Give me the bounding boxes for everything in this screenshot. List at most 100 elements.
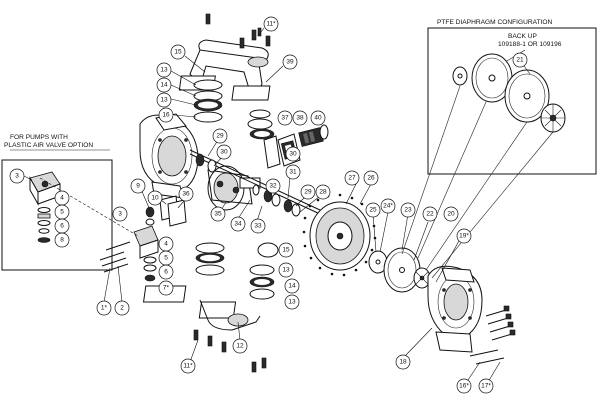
ptfe-diaphragm-inset: PTFE DIAPHRAGM CONFIGURATION BACK UP 109… <box>427 19 597 175</box>
svg-text:6: 6 <box>60 223 64 230</box>
svg-text:26: 26 <box>367 175 375 182</box>
callout-3b: 3 <box>112 206 128 222</box>
callout-1: 1* <box>96 300 112 316</box>
callout-16a: 16 <box>158 107 174 123</box>
center-section <box>207 165 261 211</box>
svg-text:2: 2 <box>120 305 124 312</box>
svg-text:4: 4 <box>164 241 168 248</box>
callout-22: 22 <box>422 206 438 222</box>
svg-text:34: 34 <box>234 221 242 228</box>
right-diaphragms <box>368 247 431 293</box>
callout-28: 28 <box>315 184 331 200</box>
svg-text:28: 28 <box>319 189 327 196</box>
callout-15b: 15 <box>278 242 294 258</box>
svg-text:14: 14 <box>160 82 168 89</box>
callout-14b: 14 <box>284 278 300 294</box>
callout-21: 21 <box>512 52 528 68</box>
svg-text:1*: 1* <box>101 305 108 312</box>
svg-text:22: 22 <box>426 211 434 218</box>
plastic-air-valve-inset: FOR PUMPS WITH PLASTIC AIR VALVE OPTION <box>1 134 113 271</box>
svg-text:37: 37 <box>281 115 289 122</box>
right-fluid-chamber <box>427 265 483 353</box>
callout-5b: 5 <box>158 250 174 266</box>
svg-text:6: 6 <box>164 269 168 276</box>
callout-4b: 4 <box>158 236 174 252</box>
callout-29b: 29 <box>300 184 316 200</box>
callout-37: 37 <box>277 110 293 126</box>
callout-38: 38 <box>292 110 308 126</box>
callout-18: 18 <box>395 354 411 370</box>
callout-23: 23 <box>400 202 416 218</box>
svg-text:8: 8 <box>60 237 64 244</box>
svg-text:3: 3 <box>118 211 122 218</box>
svg-text:21: 21 <box>516 57 524 64</box>
callout-27: 27 <box>344 170 360 186</box>
svg-text:12: 12 <box>236 343 244 350</box>
svg-text:16: 16 <box>162 112 170 119</box>
svg-text:17*: 17* <box>481 383 491 390</box>
backup-label-line2: 109188-1 OR 109196 <box>498 41 562 48</box>
svg-text:13: 13 <box>288 299 296 306</box>
svg-text:31: 31 <box>289 169 297 176</box>
svg-text:36: 36 <box>182 191 190 198</box>
inset-left-title-line1: FOR PUMPS WITH <box>10 134 68 141</box>
svg-text:13: 13 <box>160 67 168 74</box>
tie-rods <box>99 241 131 273</box>
upper-valve-seat-stack <box>193 79 275 140</box>
callout-13a2: 13 <box>156 92 172 108</box>
svg-text:30: 30 <box>220 149 228 156</box>
svg-text:9: 9 <box>136 183 140 190</box>
air-valve-body <box>29 171 61 243</box>
callout-36: 36 <box>178 186 194 202</box>
svg-text:35: 35 <box>214 211 222 218</box>
callout-29a: 29 <box>212 128 228 144</box>
svg-text:38: 38 <box>296 115 304 122</box>
right-bolts <box>469 305 516 365</box>
svg-text:13: 13 <box>282 267 290 274</box>
callout-8a: 8 <box>54 232 70 248</box>
svg-text:33: 33 <box>254 223 262 230</box>
svg-text:39: 39 <box>286 59 294 66</box>
callout-25: 25 <box>365 202 381 218</box>
svg-text:5: 5 <box>164 255 168 262</box>
top-bolts <box>205 13 271 49</box>
svg-text:29: 29 <box>304 189 312 196</box>
callout-24: 24* <box>380 198 396 214</box>
svg-text:14: 14 <box>288 283 296 290</box>
callout-4a: 4 <box>54 190 70 206</box>
svg-text:27: 27 <box>348 175 356 182</box>
callout-5a: 5 <box>54 204 70 220</box>
svg-text:40: 40 <box>314 115 322 122</box>
callout-6b: 6 <box>158 264 174 280</box>
svg-text:15: 15 <box>174 49 182 56</box>
svg-text:18: 18 <box>399 359 407 366</box>
callout-33: 33 <box>250 218 266 234</box>
bottom-inlet-manifold <box>142 285 267 373</box>
callout-11b: 11* <box>180 358 196 374</box>
svg-text:23: 23 <box>404 207 412 214</box>
callout-13b: 13 <box>278 262 294 278</box>
callout-bubbles: 11* 15 39 13 14 13 16 29 30 37 38 40 30 … <box>9 16 528 394</box>
callout-3a: 3 <box>9 168 25 184</box>
svg-text:19*: 19* <box>459 233 469 240</box>
backup-label-line1: BACK UP <box>508 33 538 40</box>
callout-15a: 15 <box>170 44 186 60</box>
callout-17: 17* <box>478 378 494 394</box>
callout-30b: 30 <box>285 146 301 162</box>
svg-text:11*: 11* <box>183 363 193 370</box>
left-air-valve-assembly <box>133 195 187 282</box>
callout-13a: 13 <box>156 62 172 78</box>
svg-text:16*: 16* <box>459 383 469 390</box>
callout-19: 19* <box>456 228 472 244</box>
callout-16b: 16* <box>456 378 472 394</box>
svg-text:29: 29 <box>216 133 224 140</box>
callout-11a: 11* <box>263 16 279 32</box>
callout-10: 10 <box>147 190 163 206</box>
callout-14a: 14 <box>156 77 172 93</box>
callout-32: 32 <box>265 178 281 194</box>
svg-text:13: 13 <box>160 97 168 104</box>
svg-text:10: 10 <box>151 195 159 202</box>
svg-text:32: 32 <box>269 183 277 190</box>
diaphragm-plate-assembly <box>302 193 377 277</box>
